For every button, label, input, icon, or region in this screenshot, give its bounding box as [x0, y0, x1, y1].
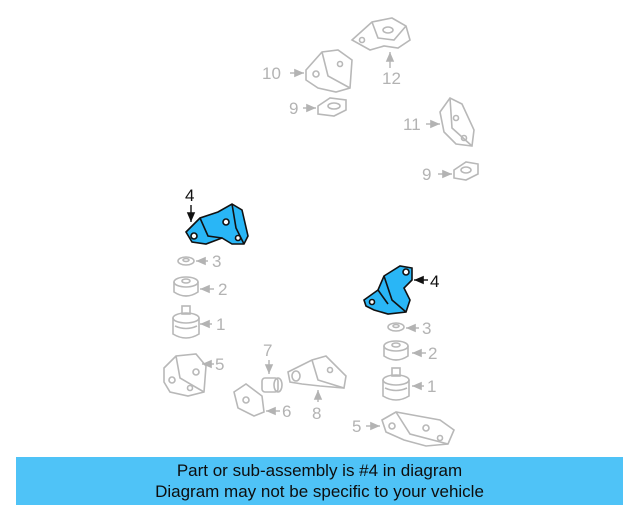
callout-3-left: 3: [212, 252, 221, 271]
callout-4-left: 4: [185, 186, 194, 205]
part-1-insulator-left: [172, 305, 200, 339]
callout-1-right: 1: [427, 377, 436, 396]
part-2-cushion-left: [173, 276, 199, 297]
part-11-bracket: [439, 96, 475, 147]
callout-10: 10: [262, 64, 281, 83]
part-10-bracket: [305, 49, 353, 93]
part-1-insulator-right: [382, 367, 410, 401]
callout-9-right: 9: [422, 165, 431, 184]
callout-1-left: 1: [216, 315, 225, 334]
part-12-bracket: [350, 17, 411, 51]
callout-12: 12: [382, 69, 401, 88]
part-3-washer-left: [177, 256, 195, 266]
callout-11: 11: [403, 115, 421, 134]
part-9-mount-upper: [317, 97, 347, 117]
callout-4-right: 4: [430, 272, 439, 291]
callout-8: 8: [312, 404, 321, 423]
callout-2-right: 2: [428, 344, 437, 363]
part-5-bracket-right: [381, 411, 455, 447]
part-5-bracket-left: [163, 353, 207, 397]
callout-5-left: 5: [215, 355, 224, 374]
part-6-mount: [233, 383, 265, 417]
part-7-bushing: [261, 377, 283, 393]
callout-5-right: 5: [352, 417, 361, 436]
part-8-bracket: [287, 355, 347, 389]
banner-line-2: Diagram may not be specific to your vehi…: [155, 482, 484, 501]
callout-3-right: 3: [422, 319, 431, 338]
part-4-engine-mount-right: [363, 265, 413, 315]
callout-7: 7: [263, 341, 272, 360]
banner-line-1: Part or sub-assembly is #4 in diagram: [176, 461, 463, 480]
callout-9-upper: 9: [289, 99, 298, 118]
part-9-mount-right: [453, 161, 479, 181]
part-4-engine-mount-left: [184, 203, 249, 245]
callout-6: 6: [282, 402, 291, 421]
part-3-washer-right: [387, 322, 405, 332]
part-2-cushion-right: [383, 340, 409, 361]
callout-2-left: 2: [218, 280, 227, 299]
info-banner: Part or sub-assembly is #4 in diagram Di…: [16, 457, 623, 505]
